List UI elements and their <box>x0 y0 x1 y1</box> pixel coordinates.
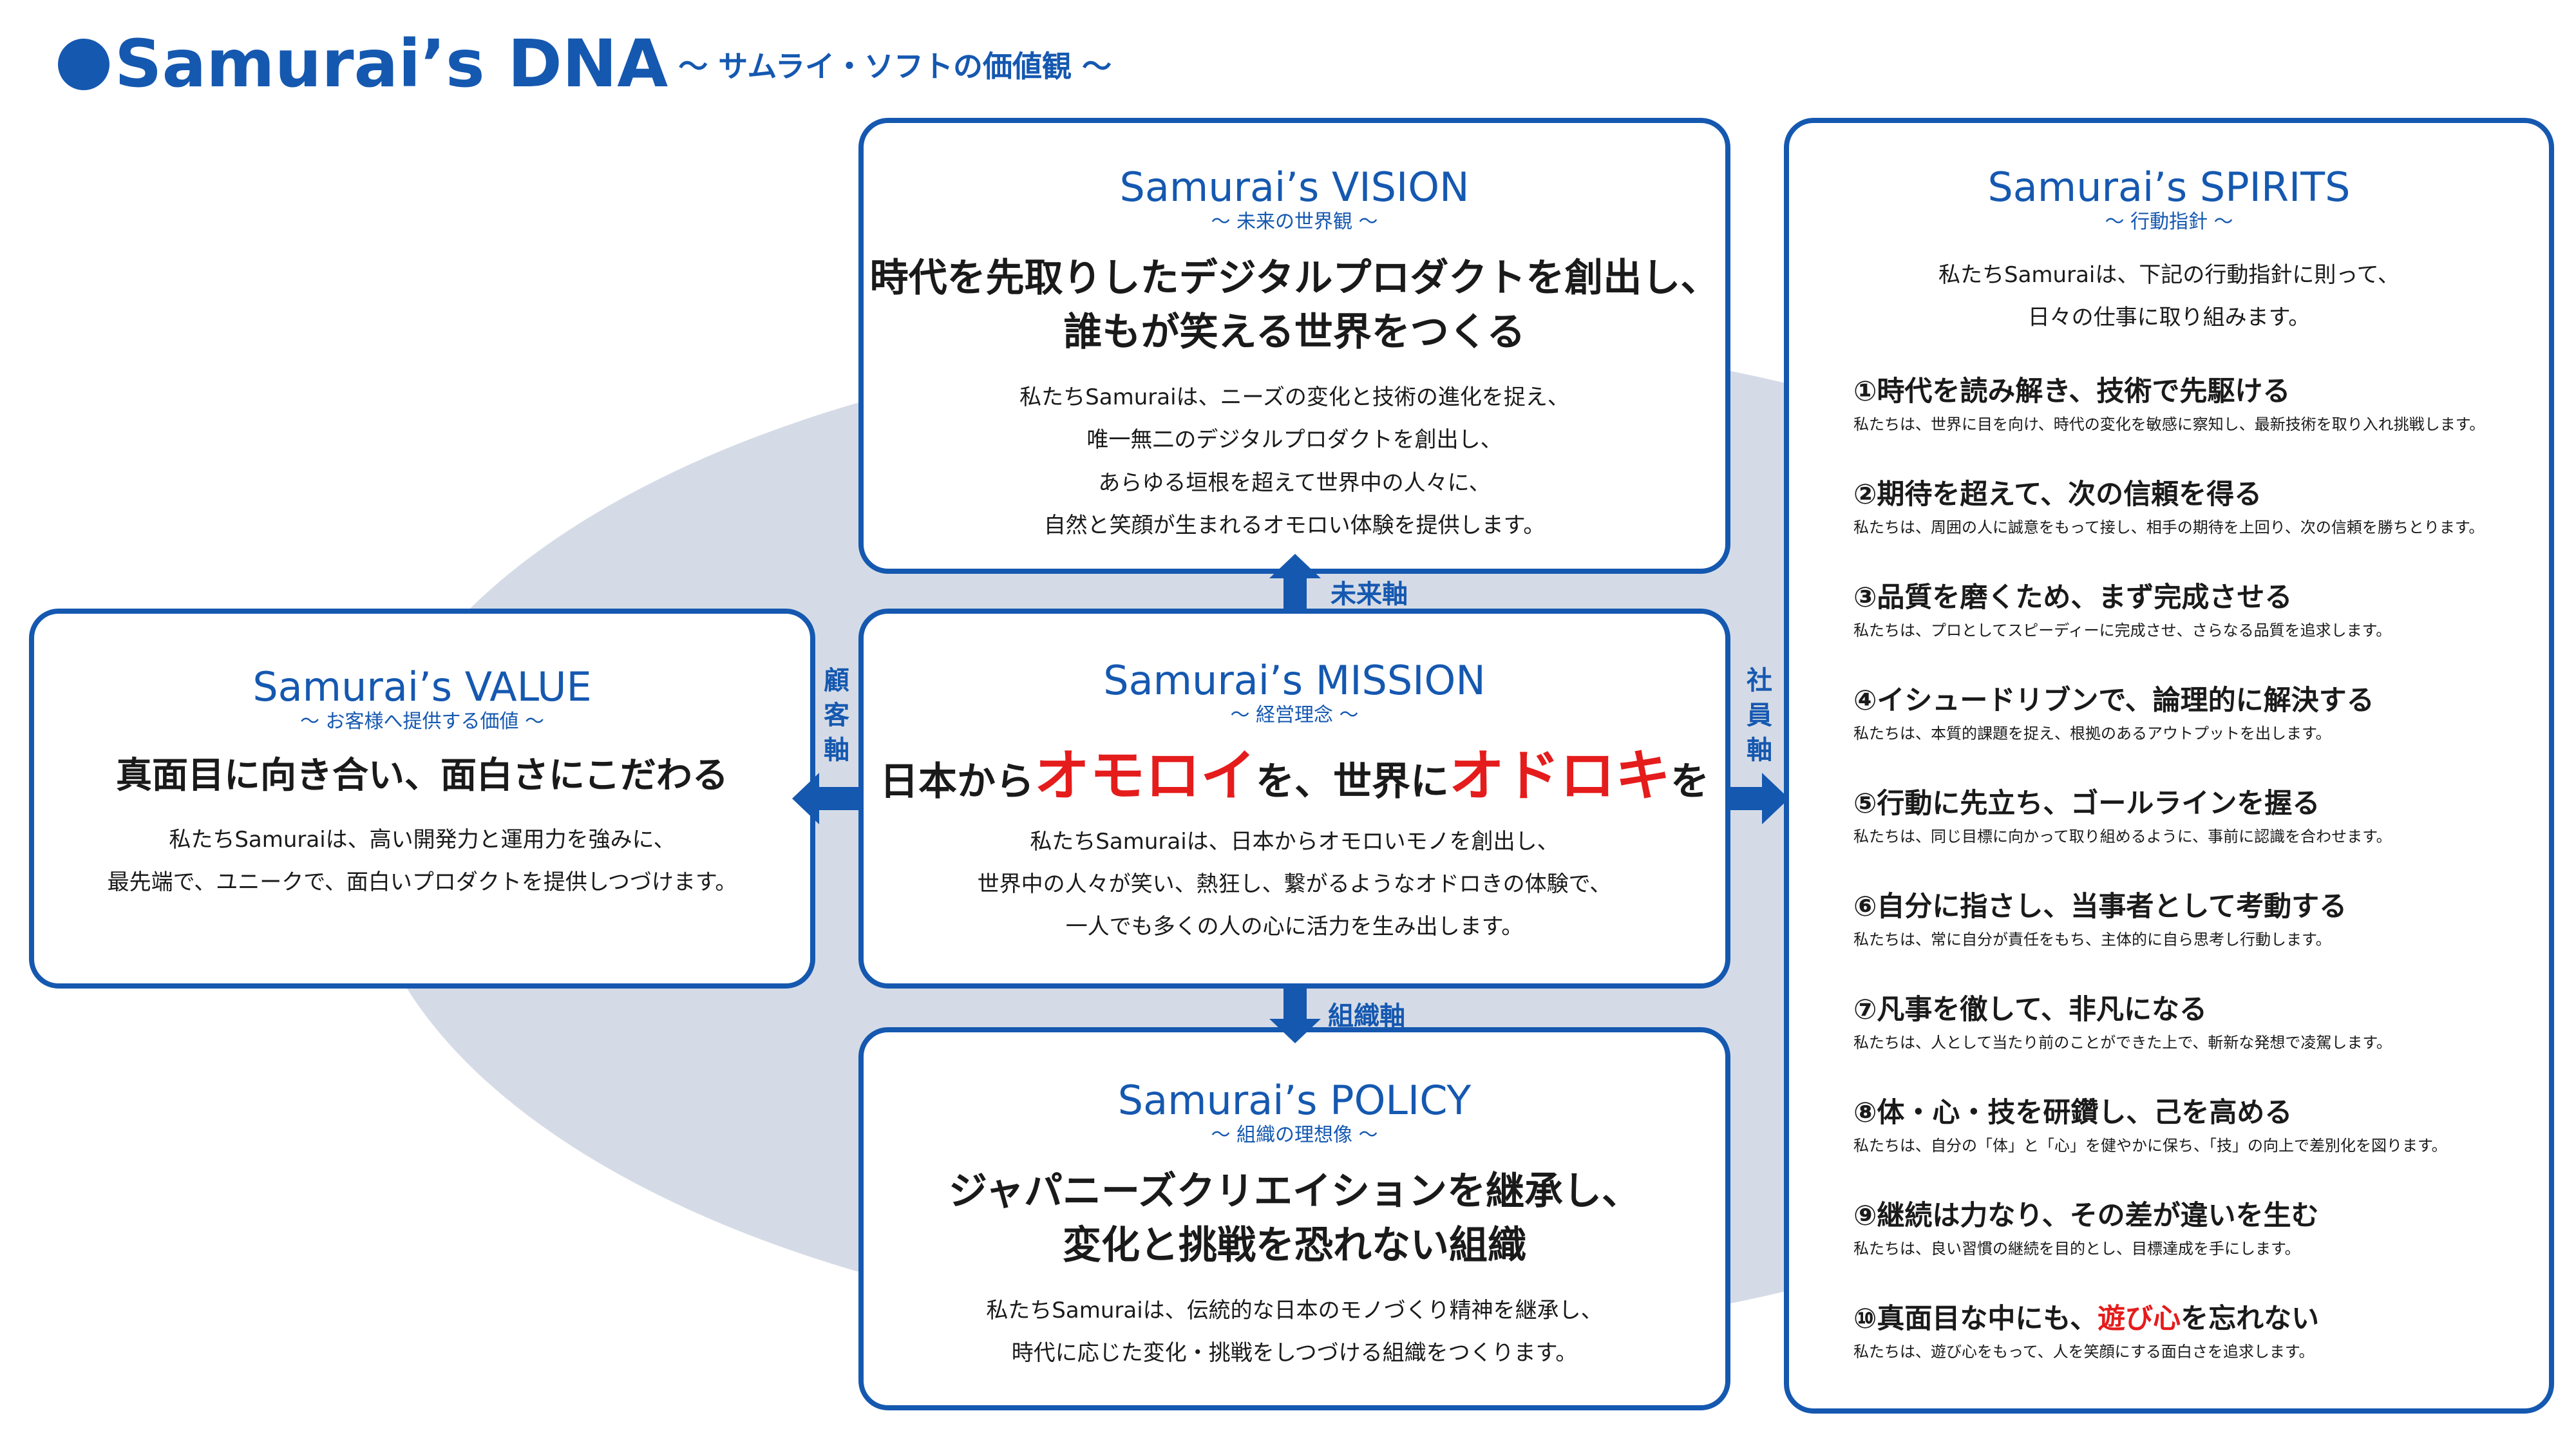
vision-lead-line: 誰もが笑える世界をつくる <box>1063 310 1526 355</box>
customer-axis-label: 顧客軸 <box>824 666 849 765</box>
spirit-title-part: ⑩真面目な中にも、 <box>1853 1302 2098 1335</box>
mission-lead-highlight: オモロイ <box>1034 744 1256 809</box>
mission-lead-part: 日本から <box>880 759 1034 805</box>
spirit-title-part: を忘れない <box>2181 1302 2320 1335</box>
mission-lead-part: を、世界に <box>1256 759 1449 805</box>
spirit-item: ⑦凡事を徹して、非凡になる 私たちは、人として当たり前のことができた上で、斬新な… <box>1853 992 2523 1095</box>
value-description: 私たちSamuraiは、高い開発力と運用力を強みに、 最先端で、ユニークで、面白… <box>34 819 810 904</box>
policy-lead-line: 変化と挑戦を恐れない組織 <box>1063 1223 1526 1269</box>
value-heading: Samurai’s VALUE <box>252 663 592 710</box>
mission-lead-part: を <box>1671 759 1709 805</box>
page-title: Samurai’s DNA ～ サムライ・ソフトの価値観 ～ <box>58 26 1112 102</box>
arrow-left-icon <box>792 773 862 824</box>
value-desc-line: 私たちSamuraiは、高い開発力と運用力を強みに、 <box>169 826 676 853</box>
spirits-intro-line: 私たちSamuraiは、下記の行動指針に則って、 <box>1938 262 2400 289</box>
spirit-desc: 私たちは、自分の「体」と「心」を健やかに保ち、「技」の向上で差別化を図ります。 <box>1853 1136 2447 1155</box>
spirit-desc: 私たちは、常に自分が責任をもち、主体的に自ら思考し行動します。 <box>1853 930 2331 949</box>
spirit-title: ⑦凡事を徹して、非凡になる <box>1853 993 2207 1026</box>
future-axis-label: 未来軸 <box>1331 580 1408 609</box>
spirit-title: ⑨継続は力なり、その差が違いを生む <box>1853 1199 2319 1232</box>
spirits-heading: Samurai’s SPIRITS <box>1987 164 2351 211</box>
spirit-item: ④イシュードリブンで、論理的に解決する 私たちは、本質的課題を捉え、根拠のあるア… <box>1853 683 2523 786</box>
vision-heading: Samurai’s VISION <box>1119 164 1470 211</box>
value-subheading: ～ お客様へ提供する価値 ～ <box>299 710 545 734</box>
spirit-title: ⑤行動に先立ち、ゴールラインを握る <box>1853 787 2320 820</box>
policy-heading: Samurai’s POLICY <box>1117 1077 1472 1124</box>
spirit-item: ③品質を磨くため、まず完成させる 私たちは、プロとしてスピーディーに完成させ、さ… <box>1853 580 2523 683</box>
value-lead: 真面目に向き合い、面白さにこだわる <box>116 755 728 797</box>
mission-description: 私たちSamuraiは、日本からオモロいモノを創出し、 世界中の人々が笑い、熱狂… <box>864 820 1725 949</box>
spirit-title: ①時代を読み解き、技術で先駆ける <box>1853 375 2291 408</box>
mission-lead: 日本からオモロイを、世界にオドロキを <box>864 742 1725 811</box>
mission-heading: Samurai’s MISSION <box>1103 657 1486 704</box>
employee-axis-label: 社員軸 <box>1747 666 1772 765</box>
spirit-desc: 私たちは、本質的課題を捉え、根拠のあるアウトプットを出します。 <box>1853 724 2331 743</box>
spirit-item: ⑤行動に先立ち、ゴールラインを握る 私たちは、同じ目標に向かって取り組めるように… <box>1853 786 2523 889</box>
spirit-title: ⑥自分に指さし、当事者として考動する <box>1853 890 2347 923</box>
mission-subheading: ～ 経営理念 ～ <box>1230 704 1359 727</box>
mission-lead-highlight: オドロキ <box>1449 744 1671 809</box>
spirit-title: ③品質を磨くため、まず完成させる <box>1853 581 2293 614</box>
spirit-title-highlight: 遊び心 <box>2098 1302 2181 1335</box>
spirits-subheading: ～ 行動指針 ～ <box>2105 211 2233 234</box>
mission-desc-line: 私たちSamuraiは、日本からオモロいモノを創出し、 <box>1030 828 1559 855</box>
policy-lead-line: ジャパニーズクリエイションを継承し、 <box>949 1169 1640 1215</box>
title-main: Samurai’s DNA <box>115 26 668 102</box>
vision-lead: 時代を先取りしたデジタルプロダクトを創出し、 誰もが笑える世界をつくる <box>864 251 1725 359</box>
spirit-title: ②期待を超えて、次の信頼を得る <box>1853 478 2262 511</box>
vision-desc-line: 私たちSamuraiは、ニーズの変化と技術の進化を捉え、 <box>1019 384 1569 411</box>
spirit-item: ⑨継続は力なり、その差が違いを生む 私たちは、良い習慣の継続を目的とし、目標達成… <box>1853 1198 2523 1302</box>
policy-desc-line: 私たちSamuraiは、伝統的な日本のモノづくり精神を継承し、 <box>986 1298 1603 1324</box>
spirit-desc: 私たちは、良い習慣の継続を目的とし、目標達成を手にします。 <box>1853 1239 2300 1258</box>
spirit-title: ⑩真面目な中にも、遊び心を忘れない <box>1853 1302 2523 1338</box>
policy-desc-line: 時代に応じた変化・挑戦をしつづける組織をつくります。 <box>1011 1340 1578 1367</box>
mission-desc-line: 一人でも多くの人の心に活力を生み出します。 <box>1065 914 1524 940</box>
vision-desc-line: あらゆる垣根を超えて世界中の人々に、 <box>1098 469 1491 496</box>
spirit-title: ⑧体・心・技を研鑽し、己を高める <box>1853 1096 2293 1129</box>
spirit-item: ⑥自分に指さし、当事者として考動する 私たちは、常に自分が責任をもち、主体的に自… <box>1853 889 2523 992</box>
organization-axis-label: 組織軸 <box>1328 1001 1405 1031</box>
mission-desc-line: 世界中の人々が笑い、熱狂し、繋がるようなオドロきの体験で、 <box>977 871 1612 897</box>
vision-box: Samurai’s VISION ～ 未来の世界観 ～ 時代を先取りしたデジタル… <box>858 118 1730 574</box>
vision-subheading: ～ 未来の世界観 ～ <box>1211 211 1378 234</box>
policy-lead: ジャパニーズクリエイションを継承し、 変化と挑戦を恐れない組織 <box>864 1164 1725 1273</box>
spirits-list: ①時代を読み解き、技術で先駆ける 私たちは、世界に目を向け、時代の変化を敏感に察… <box>1789 374 2549 1405</box>
policy-description: 私たちSamuraiは、伝統的な日本のモノづくり精神を継承し、 時代に応じた変化… <box>864 1289 1725 1375</box>
vision-desc-line: 唯一無二のデジタルプロダクトを創出し、 <box>1086 427 1502 453</box>
spirit-desc: 私たちは、プロとしてスピーディーに完成させ、さらなる品質を追求します。 <box>1853 621 2392 639</box>
arrow-up-icon <box>1269 554 1321 612</box>
spirit-desc: 私たちは、人として当たり前のことができた上で、斬新な発想で凌駕します。 <box>1853 1033 2392 1052</box>
spirits-box: Samurai’s SPIRITS ～ 行動指針 ～ 私たちSamuraiは、下… <box>1784 118 2554 1414</box>
spirit-desc: 私たちは、世界に目を向け、時代の変化を敏感に察知し、最新技術を取り入れ挑戦します… <box>1853 415 2485 433</box>
arrow-right-icon <box>1727 773 1789 824</box>
spirit-desc: 私たちは、同じ目標に向かって取り組めるように、事前に認識を合わせます。 <box>1853 827 2392 846</box>
vision-lead-line: 時代を先取りしたデジタルプロダクトを創出し、 <box>869 256 1719 301</box>
policy-box: Samurai’s POLICY ～ 組織の理想像 ～ ジャパニーズクリエイショ… <box>858 1027 1730 1410</box>
arrow-down-icon <box>1269 985 1321 1043</box>
spirits-intro-line: 日々の仕事に取り組みます。 <box>2027 305 2311 331</box>
value-box: Samurai’s VALUE ～ お客様へ提供する価値 ～ 真面目に向き合い、… <box>29 609 815 989</box>
policy-subheading: ～ 組織の理想像 ～ <box>1211 1124 1378 1147</box>
spirit-item: ②期待を超えて、次の信頼を得る 私たちは、周囲の人に誠意をもって接し、相手の期待… <box>1853 477 2523 580</box>
spirit-item: ⑩真面目な中にも、遊び心を忘れない 私たちは、遊び心をもって、人を笑顔にする面白… <box>1853 1302 2523 1405</box>
spirit-title: ④イシュードリブンで、論理的に解決する <box>1853 684 2374 717</box>
bullet-dot-icon <box>58 38 109 90</box>
spirit-item: ①時代を読み解き、技術で先駆ける 私たちは、世界に目を向け、時代の変化を敏感に察… <box>1853 374 2523 477</box>
spirit-item: ⑧体・心・技を研鑽し、己を高める 私たちは、自分の「体」と「心」を健やかに保ち、… <box>1853 1095 2523 1198</box>
spirit-desc: 私たちは、周囲の人に誠意をもって接し、相手の期待を上回り、次の信頼を勝ちとります… <box>1853 518 2485 536</box>
mission-box: Samurai’s MISSION ～ 経営理念 ～ 日本からオモロイを、世界に… <box>858 609 1730 989</box>
title-sub: ～ サムライ・ソフトの価値観 ～ <box>678 48 1112 84</box>
spirits-intro: 私たちSamuraiは、下記の行動指針に則って、 日々の仕事に取り組みます。 <box>1789 254 2549 339</box>
spirit-desc: 私たちは、遊び心をもって、人を笑顔にする面白さを追求します。 <box>1853 1342 2315 1361</box>
vision-description: 私たちSamuraiは、ニーズの変化と技術の進化を捉え、 唯一無二のデジタルプロ… <box>864 376 1725 547</box>
vision-desc-line: 自然と笑顔が生まれるオモロい体験を提供します。 <box>1043 513 1546 539</box>
value-desc-line: 最先端で、ユニークで、面白いプロダクトを提供しつづけます。 <box>107 869 737 895</box>
